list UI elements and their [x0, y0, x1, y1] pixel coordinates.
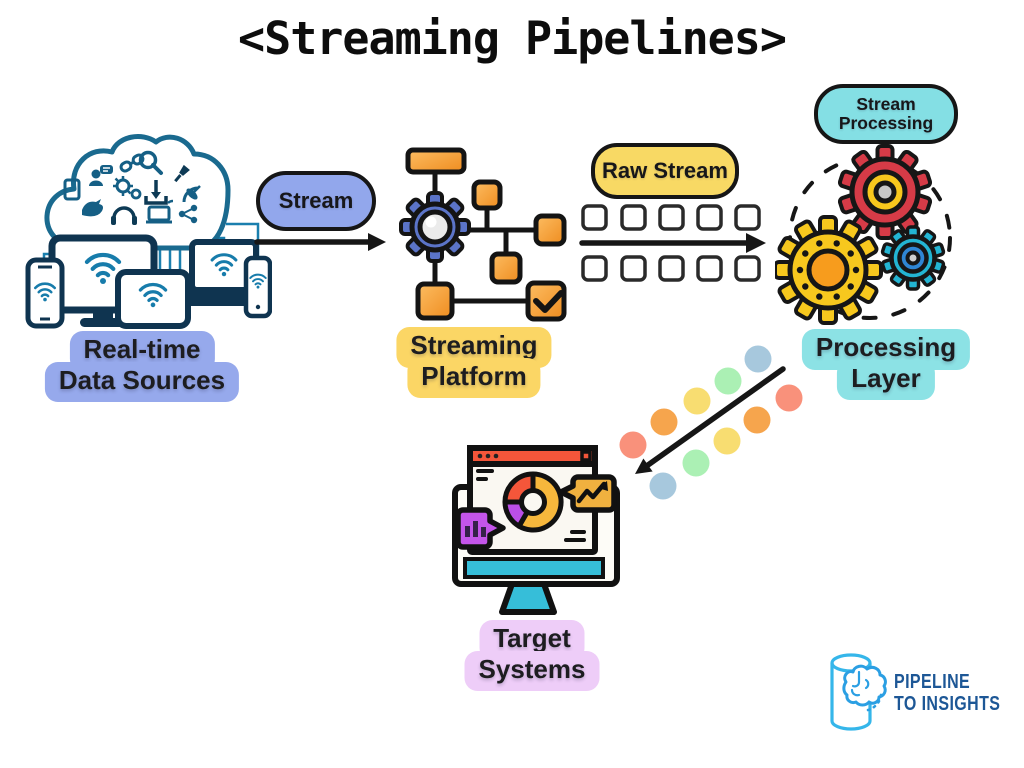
stream-pill-label: Stream — [278, 188, 354, 213]
brand-wordmark: PIPELINE TO INSIGHTS — [894, 671, 1000, 716]
packet-stream-arrow-icon — [579, 204, 766, 282]
phone-right-device-icon — [243, 255, 272, 319]
gear-yellow-icon — [775, 215, 883, 325]
satellite-icon — [182, 185, 201, 203]
packet-squares — [581, 204, 761, 282]
user-chat-icon — [89, 165, 113, 186]
data-dots — [619, 345, 803, 500]
workflow-gear-icon — [399, 147, 567, 322]
bar-chart-bubble-icon — [455, 507, 506, 550]
arrow-right-icon — [254, 233, 386, 251]
workflow-node — [471, 179, 503, 211]
workflow-node — [533, 213, 567, 247]
gear-red-icon — [837, 144, 933, 240]
pipeline-to-insights-logo: PIPELINE TO INSIGHTS — [826, 650, 1024, 736]
three-gears-icon — [775, 144, 952, 325]
raw-stream-pill: Raw Stream — [591, 143, 739, 199]
gears-icon — [113, 176, 142, 200]
brain-cylinder-icon — [830, 653, 887, 731]
laptop-signal-icon — [146, 199, 174, 224]
label-line: Platform — [407, 357, 541, 398]
label-streaming-platform: Streaming Platform — [396, 327, 552, 398]
gear-cyan-icon — [880, 225, 946, 291]
text-lines — [476, 469, 586, 542]
analytics-monitor-icon — [452, 445, 620, 615]
cloud-outline — [44, 134, 231, 251]
link-icon — [119, 153, 145, 173]
workflow-node — [489, 251, 523, 285]
brand-line1: PIPELINE — [894, 670, 971, 693]
pin-icon — [174, 164, 190, 183]
label-line: Data Sources — [44, 361, 240, 402]
label-line: Systems — [464, 650, 600, 691]
workflow-node — [415, 281, 455, 321]
dotted-diagonal-arrow-icon — [619, 345, 803, 500]
stream-processing-line1: Stream — [856, 93, 916, 114]
donut-chart-icon — [502, 471, 564, 533]
bird-icon — [82, 199, 103, 217]
headphones-icon — [111, 206, 137, 225]
label-realtime-data-sources: Real-time Data Sources — [44, 331, 240, 402]
workflow-top-bar — [405, 147, 467, 175]
label-target-systems: Target Systems — [464, 620, 600, 691]
download-icon — [144, 180, 168, 205]
phone-left-device-icon — [25, 257, 65, 329]
share-icon — [178, 204, 198, 224]
page-title: <Streaming Pipelines> — [238, 12, 787, 65]
gear-blue-icon — [399, 191, 471, 263]
label-line: Layer — [837, 359, 935, 400]
device-row — [25, 234, 272, 329]
label-processing-layer: Processing Layer — [801, 329, 971, 400]
stream-pill: Stream — [256, 171, 376, 231]
stream-processing-line2: Processing — [838, 113, 934, 133]
raw-stream-pill-label: Raw Stream — [602, 158, 728, 183]
search-icon — [138, 150, 163, 175]
brain-icon — [842, 664, 887, 707]
workflow-check-node — [525, 280, 567, 322]
brand-line2: TO INSIGHTS — [894, 693, 1001, 715]
tablet-device-icon — [115, 269, 191, 329]
tablet-icon — [63, 178, 81, 201]
cloud-inner-icons — [63, 150, 201, 225]
cloud-data-sources-icon — [25, 134, 272, 329]
trend-bubble-icon — [558, 474, 617, 513]
stream-processing-pill: Stream Processing — [814, 84, 958, 144]
gear-dots — [796, 240, 860, 300]
